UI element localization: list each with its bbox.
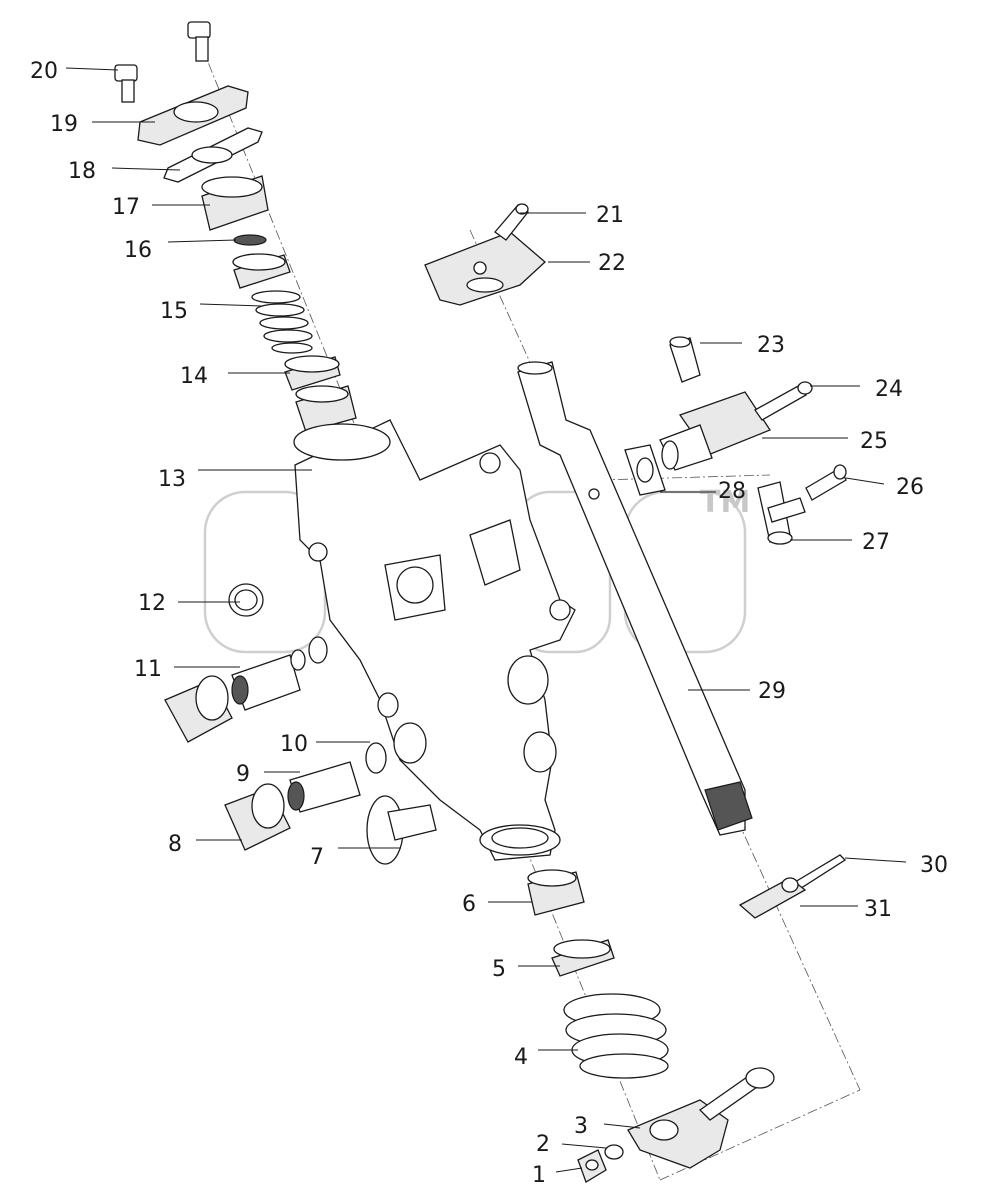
callout-13: 13 [158, 467, 186, 492]
callout-17: 17 [112, 195, 140, 220]
callout-4: 4 [514, 1045, 528, 1070]
callout-leaders [65, 67, 907, 1173]
ring-16 [233, 234, 267, 246]
callout-19: 19 [50, 112, 78, 137]
callout-2: 2 [536, 1132, 550, 1157]
callout-7: 7 [310, 845, 324, 870]
bushing-6 [527, 869, 585, 916]
callout-5: 5 [492, 957, 506, 982]
valve-body-25 [659, 391, 771, 471]
seal-ring-small [308, 636, 328, 664]
callout-3: 3 [574, 1114, 588, 1139]
flange-19 [137, 85, 249, 146]
callout-9: 9 [236, 762, 250, 787]
callout-21: 21 [596, 203, 624, 228]
callout-labels: 20 19 18 17 16 15 14 13 12 11 10 9 8 7 6… [30, 59, 948, 1188]
o-ring-12 [228, 583, 264, 617]
pin-21 [494, 203, 529, 241]
spring-15 [251, 290, 313, 354]
callout-14: 14 [180, 364, 208, 389]
gasket-18 [163, 127, 263, 183]
callout-29: 29 [758, 679, 786, 704]
nut-1 [577, 1149, 607, 1183]
bracket-22 [424, 231, 546, 306]
bolt-lever [698, 1067, 775, 1121]
bolt-20 [114, 64, 138, 103]
fitting-24 [754, 381, 813, 421]
watermark-trademark: TM [700, 485, 750, 520]
shaft-29 [517, 361, 753, 836]
fitting-23 [669, 336, 701, 383]
callout-22: 22 [598, 251, 626, 276]
tee-27 [757, 481, 806, 545]
valve-9 [287, 761, 361, 813]
callout-24: 24 [875, 377, 903, 402]
callout-30: 30 [920, 853, 948, 878]
callout-6: 6 [462, 892, 476, 917]
lever-3 [627, 1099, 729, 1169]
washer-14 [284, 355, 341, 391]
washer-2 [604, 1144, 624, 1160]
callout-20: 20 [30, 59, 58, 84]
callout-27: 27 [862, 530, 890, 555]
callout-18: 18 [68, 159, 96, 184]
nut-8 [224, 783, 291, 851]
callout-15: 15 [160, 299, 188, 324]
callout-26: 26 [896, 475, 924, 500]
callout-23: 23 [757, 333, 785, 358]
callout-8: 8 [168, 832, 182, 857]
bushing-upper [295, 385, 357, 433]
sleeve-17 [201, 175, 269, 231]
gasket-28 [624, 444, 666, 496]
valve-11 [231, 649, 306, 711]
callout-31: 31 [864, 897, 892, 922]
fitting-26 [805, 464, 847, 501]
callout-1: 1 [532, 1163, 546, 1188]
fitting-7 [366, 795, 437, 865]
cup-15a [232, 253, 291, 289]
bolt-top [187, 21, 211, 62]
washer-10 [365, 742, 387, 774]
ring-5 [551, 939, 615, 977]
nut-11 [164, 675, 233, 743]
callout-12: 12 [138, 591, 166, 616]
pulley-4 [563, 993, 669, 1079]
callout-16: 16 [124, 238, 152, 263]
callout-25: 25 [860, 429, 888, 454]
callout-11: 11 [134, 657, 162, 682]
callout-10: 10 [280, 732, 308, 757]
clamp-31 [738, 877, 807, 919]
callout-28: 28 [718, 479, 746, 504]
housing-13 [293, 419, 576, 861]
